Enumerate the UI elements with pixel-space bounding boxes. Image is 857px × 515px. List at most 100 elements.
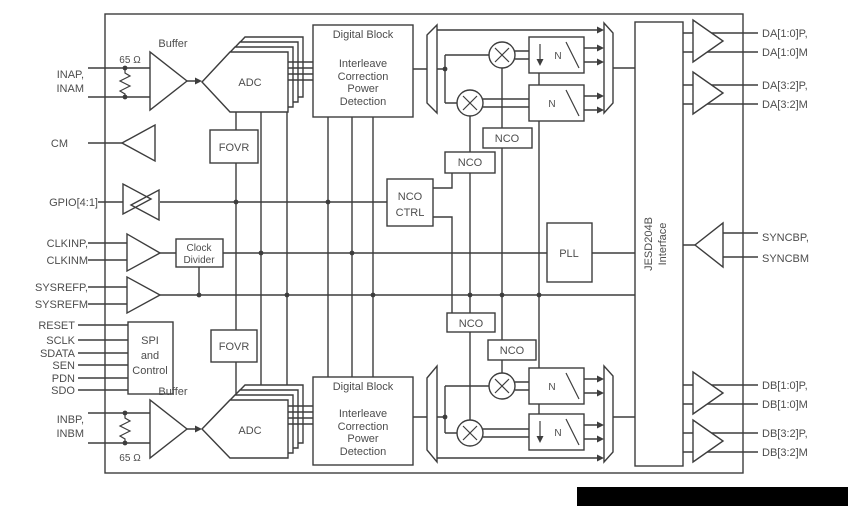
vertical-bus-wires: [235, 112, 374, 400]
gpio-buffer-out: [122, 182, 153, 216]
nco-a2-label: NCO: [458, 157, 483, 169]
input-buffer-b: [149, 398, 189, 460]
pin-da10p: DA[1:0]P,: [762, 28, 808, 40]
output-buffer-db32: [692, 418, 725, 464]
pin-syncbm: SYNCBM: [762, 253, 809, 265]
buffer-a-label: Buffer: [158, 38, 187, 50]
decimation-a2: [528, 84, 585, 122]
pin-clkinp: CLKINP,: [47, 238, 88, 250]
digital-block-a-line4: Power: [347, 83, 379, 95]
fovr-box-a: [209, 129, 259, 164]
nco-box-b2: [487, 339, 537, 361]
adc-stack-a: [201, 36, 304, 113]
decimation-b1-n: N: [548, 382, 555, 393]
pin-inam: INAM: [57, 83, 85, 95]
nco-ctrl-line2: CTRL: [396, 207, 425, 219]
mux-b-in: [426, 364, 438, 464]
nco-b2-label: NCO: [500, 345, 525, 357]
pin-gpio: GPIO[4:1]: [49, 197, 98, 209]
pin-inbm: INBM: [57, 428, 85, 440]
spi-line2: and: [141, 350, 159, 362]
pin-da10m: DA[1:0]M: [762, 47, 808, 59]
decimation-a1-n: N: [554, 51, 561, 62]
nco-ctrl-box: [386, 178, 434, 227]
digital-block-b-line4: Power: [347, 433, 379, 445]
decimation-b2: [528, 413, 585, 451]
pin-sen: SEN: [52, 360, 75, 372]
pin-sdata: SDATA: [40, 348, 76, 360]
jesd204b-box: [634, 21, 684, 467]
left-pin-wires: [78, 67, 150, 444]
cm-buffer: [120, 123, 156, 163]
jesd-label-line2: Interface: [657, 223, 669, 266]
adc-b-label: ADC: [238, 425, 261, 437]
pin-inbp: INBP,: [57, 414, 84, 426]
decimation-a2-n: N: [548, 99, 555, 110]
output-buffer-db10: [692, 370, 725, 416]
decimation-a1: [528, 36, 585, 74]
nco-box-a2: [444, 151, 496, 174]
termination-resistor-a: [118, 68, 132, 97]
pin-inap: INAP,: [57, 69, 84, 81]
output-buffer-da32: [692, 70, 725, 116]
mixer-b1: [488, 372, 516, 400]
mux-a-in: [426, 23, 438, 115]
nco-box-b1: [446, 312, 496, 333]
decimation-b1: [528, 367, 585, 405]
adc-a-label: ADC: [238, 77, 261, 89]
pin-db10p: DB[1:0]P,: [762, 380, 808, 392]
input-buffer-a: [149, 50, 189, 112]
pin-sdo: SDO: [51, 385, 75, 397]
resistor-b-label: 65 Ω: [119, 453, 141, 464]
mixer-a1: [488, 41, 516, 69]
right-pin-wires: [683, 32, 758, 453]
pin-db32m: DB[3:2]M: [762, 447, 808, 459]
sysref-input-buffer: [126, 275, 162, 315]
adc-output-bus-b: [288, 405, 313, 425]
channel-a-dsp-wires: [187, 29, 635, 368]
pin-syncbp: SYNCBP,: [762, 232, 809, 244]
clock-divider-line1: Clock: [186, 243, 212, 254]
adc-output-bus-a: [288, 61, 313, 81]
mux-a-out: [603, 21, 614, 115]
syncb-input-buffer: [693, 221, 724, 269]
pin-da32p: DA[3:2]P,: [762, 80, 808, 92]
pin-da32m: DA[3:2]M: [762, 99, 808, 111]
control-wires: [160, 201, 635, 296]
digital-block-b-line2: Interleave: [339, 408, 387, 420]
gpio-buffer-in: [129, 188, 160, 222]
pin-clkinm: CLKINM: [46, 255, 88, 267]
mixer-a2: [456, 89, 484, 117]
black-bar: [577, 487, 848, 506]
digital-block-a-line5: Detection: [340, 96, 386, 108]
pin-sysrefp: SYSREFP,: [35, 282, 88, 294]
pin-pdn: PDN: [52, 373, 75, 385]
channel-b-dsp-wires: [187, 332, 635, 459]
digital-block-a-line2: Interleave: [339, 58, 387, 70]
fovr-a-label: FOVR: [219, 142, 250, 154]
pin-db10m: DB[1:0]M: [762, 399, 808, 411]
spi-line3: Control: [132, 365, 167, 377]
mixer-b2: [456, 419, 484, 447]
pin-reset: RESET: [38, 320, 75, 332]
adc-stack-b: [201, 384, 304, 459]
output-buffer-da10: [692, 18, 725, 64]
clock-divider-box: [175, 238, 224, 268]
pin-sclk: SCLK: [46, 335, 75, 347]
digital-block-b: [312, 376, 414, 466]
buffer-b-label: Buffer: [158, 386, 187, 398]
nco-b1-label: NCO: [459, 318, 484, 330]
nco-ctrl-line1: NCO: [398, 191, 423, 203]
decimation-b2-n: N: [554, 428, 561, 439]
clock-input-buffer: [126, 232, 162, 273]
mux-b-out: [603, 364, 614, 464]
pin-sysrefm: SYSREFM: [35, 299, 88, 311]
termination-resistor-b: [118, 413, 132, 443]
digital-block-b-line5: Detection: [340, 446, 386, 458]
digital-block-a-line3: Correction: [338, 71, 389, 83]
digital-block-a-line1: Digital Block: [333, 29, 394, 41]
spi-line1: SPI: [141, 335, 159, 347]
jesd-label-line1: JESD204B: [643, 217, 655, 271]
